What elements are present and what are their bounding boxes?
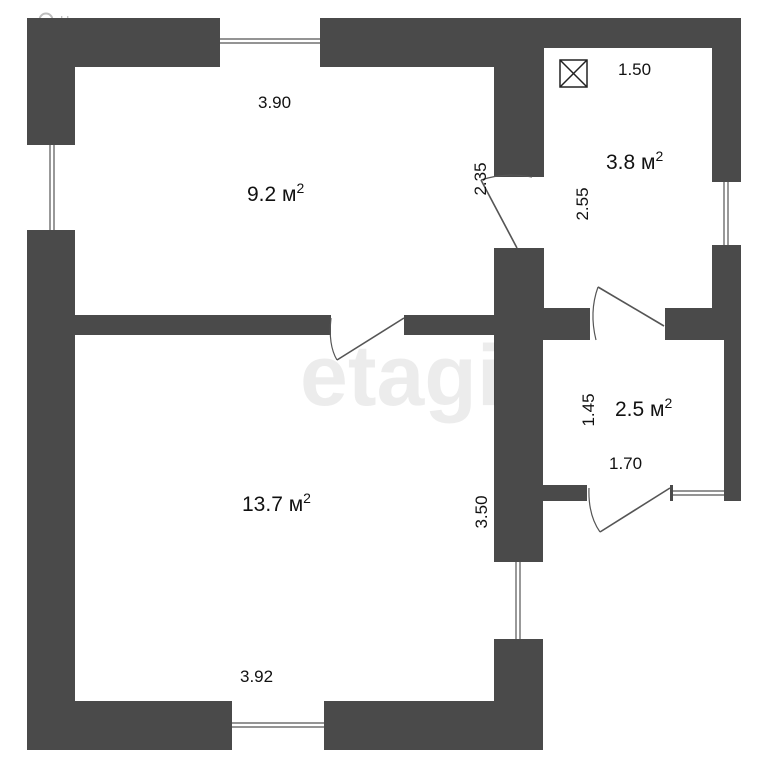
door-opening-room3-room4 — [590, 308, 665, 340]
window-bottom — [232, 701, 324, 750]
room-1-floor — [75, 67, 494, 315]
window-room4 — [673, 485, 724, 501]
ventilation-icon — [559, 59, 588, 88]
area-labels: 9.2 м2 13.7 м2 3.8 м2 2.5 м2 — [242, 148, 672, 516]
window-right-room3 — [712, 182, 741, 245]
area-room-4-sup: 2 — [664, 395, 672, 411]
area-room-3-sup: 2 — [655, 148, 663, 164]
door-opening-room1-room3 — [494, 177, 544, 248]
window-right-room2 — [494, 562, 543, 639]
window-top — [220, 18, 320, 67]
door-room1-room2 — [329, 317, 405, 361]
area-room-2-value: 13.7 м — [242, 493, 303, 516]
dim-room2-bottom: 3.92 — [240, 667, 273, 686]
area-room-1: 9.2 м2 — [247, 180, 304, 206]
door-opening-room4-exterior — [587, 485, 670, 501]
area-room-4-value: 2.5 м — [615, 398, 664, 421]
outside-area — [543, 501, 768, 768]
window-left — [27, 145, 75, 230]
area-room-2: 13.7 м2 — [242, 490, 311, 516]
outside-area-right — [741, 0, 768, 768]
dim-room3-top: 1.50 — [618, 60, 651, 79]
dim-room1-right: 2.35 — [471, 162, 490, 195]
dim-room4-bottom: 1.70 — [609, 454, 642, 473]
area-room-2-sup: 2 — [303, 490, 311, 506]
area-room-1-value: 9.2 м — [247, 183, 296, 206]
room-3-floor — [544, 48, 712, 308]
door-room4-exterior — [588, 487, 671, 533]
windows — [27, 18, 741, 750]
door-room3-room4 — [592, 286, 665, 341]
dim-room3-left: 2.55 — [573, 187, 592, 220]
door-openings — [331, 177, 670, 501]
door-room1-room3 — [480, 174, 533, 249]
rooms — [75, 0, 768, 768]
dimension-labels: 3.90 2.35 3.50 3.92 1.50 2.55 1.45 1.70 — [240, 60, 651, 686]
area-room-1-sup: 2 — [296, 180, 304, 196]
area-room-4: 2.5 м2 — [615, 395, 672, 421]
dim-room1-top: 3.90 — [258, 93, 291, 112]
doors — [329, 174, 671, 533]
dim-room4-left: 1.45 — [579, 393, 598, 426]
dim-room2-right: 3.50 — [472, 495, 491, 528]
room-4-floor — [543, 340, 724, 485]
area-room-3: 3.8 м2 — [606, 148, 663, 174]
room-2-floor — [75, 335, 494, 701]
area-room-3-value: 3.8 м — [606, 151, 655, 174]
watermark: etagi — [300, 328, 501, 424]
